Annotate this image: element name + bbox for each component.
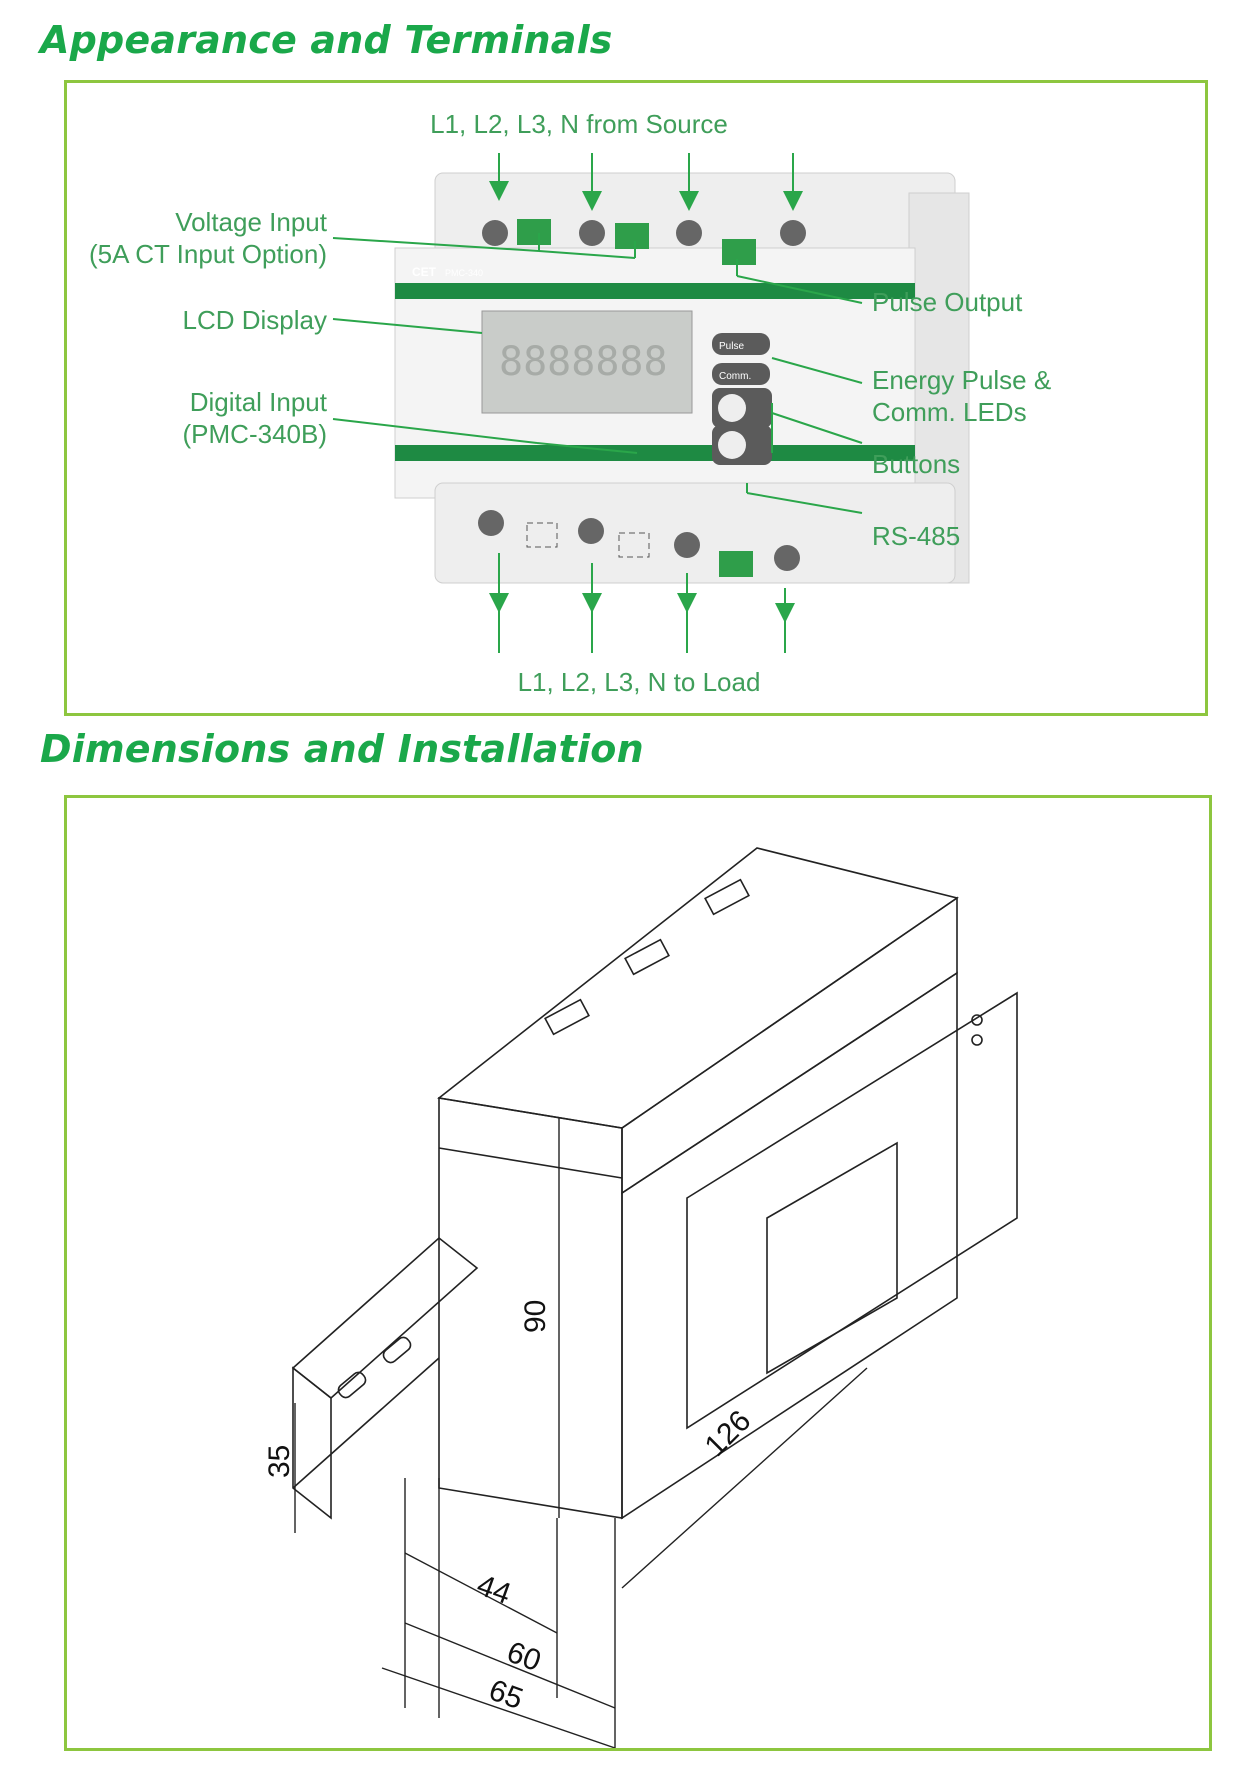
rs485-label: RS-485 (872, 521, 960, 551)
comm-leds-label: Comm. LEDs (872, 397, 1027, 427)
leader-lines (332, 233, 863, 514)
dim-65: 65 (485, 1674, 528, 1716)
dimension-lines (294, 1118, 868, 1748)
load-arrows (489, 553, 795, 653)
dim-length: 126 (699, 1404, 758, 1463)
pulse-led-label: Pulse (719, 341, 744, 352)
dim-rail: 35 (263, 1445, 296, 1478)
terminals-diagram: 8888888 CET PMC-340 Pulse Comm. (89, 109, 1051, 697)
dim-60: 60 (503, 1636, 546, 1678)
buttons-label: Buttons (872, 449, 960, 479)
digital-input-label: Digital Input (190, 387, 328, 417)
lcd-display-label: LCD Display (183, 305, 328, 335)
appearance-title: Appearance and Terminals (40, 18, 613, 62)
device-isometric (291, 847, 1018, 1520)
voltage-input-sub-label: (5A CT Input Option) (89, 239, 327, 269)
appearance-panel: 8888888 CET PMC-340 Pulse Comm. (64, 80, 1208, 716)
dim-height: 90 (519, 1300, 552, 1333)
dimensions-title: Dimensions and Installation (40, 727, 644, 771)
digital-input-sub-label: (PMC-340B) (183, 419, 327, 449)
source-label: L1, L2, L3, N from Source (430, 109, 728, 139)
device-model: PMC-340 (445, 268, 483, 278)
dim-44: 44 (473, 1569, 516, 1611)
energy-pulse-label: Energy Pulse & (872, 365, 1051, 395)
comm-led-label: Comm. (719, 371, 751, 382)
source-arrows (489, 153, 803, 211)
dimensions-drawing: 90 35 44 60 65 126 (263, 847, 1018, 1748)
svg-text:8888888: 8888888 (499, 339, 668, 385)
device-brand: CET (412, 265, 437, 279)
pulse-output-label: Pulse Output (872, 287, 1023, 317)
dimensions-panel: 90 35 44 60 65 126 (64, 795, 1212, 1751)
load-label: L1, L2, L3, N to Load (518, 667, 761, 697)
voltage-input-label: Voltage Input (175, 207, 328, 237)
